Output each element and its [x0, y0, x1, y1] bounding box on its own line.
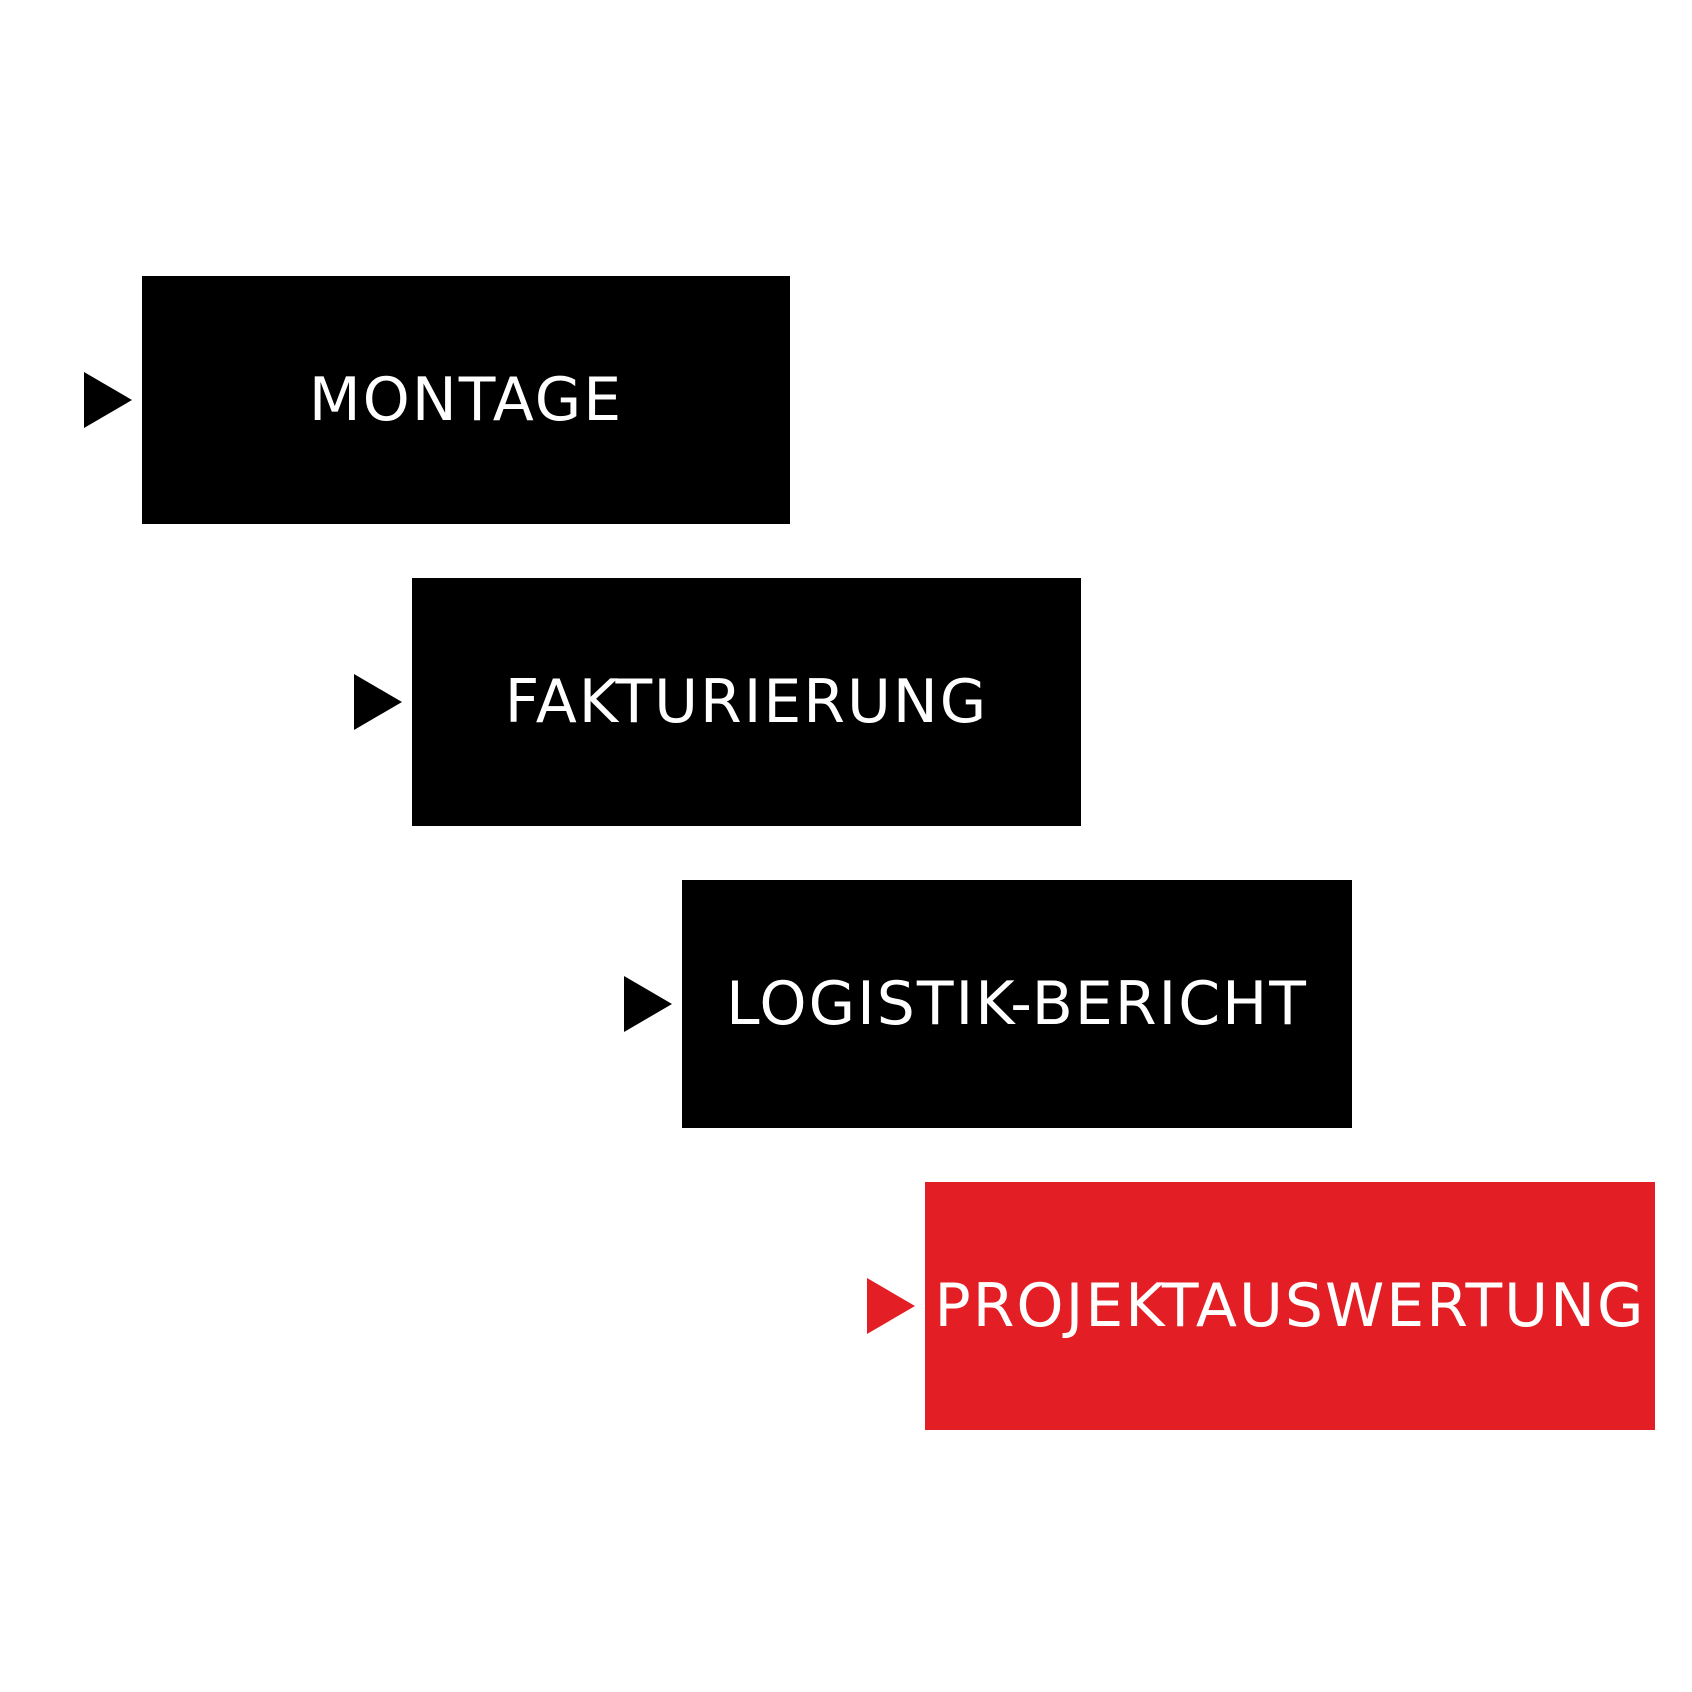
step-box-fakturierung: FAKTURIERUNG — [412, 578, 1081, 826]
step-label: MONTAGE — [308, 365, 624, 435]
step-box-montage: MONTAGE — [142, 276, 790, 524]
step-box-projektauswertung: PROJEKTAUSWERTUNG — [925, 1182, 1655, 1430]
step-4-arrow-icon — [867, 1278, 915, 1334]
step-3-arrow-icon — [624, 976, 672, 1032]
step-label: FAKTURIERUNG — [504, 667, 989, 737]
step-2-arrow-icon — [354, 674, 402, 730]
step-label: PROJEKTAUSWERTUNG — [934, 1271, 1646, 1341]
step-1-arrow-icon — [84, 372, 132, 428]
step-box-logistik-bericht: LOGISTIK-BERICHT — [682, 880, 1352, 1128]
step-label: LOGISTIK-BERICHT — [726, 969, 1308, 1039]
